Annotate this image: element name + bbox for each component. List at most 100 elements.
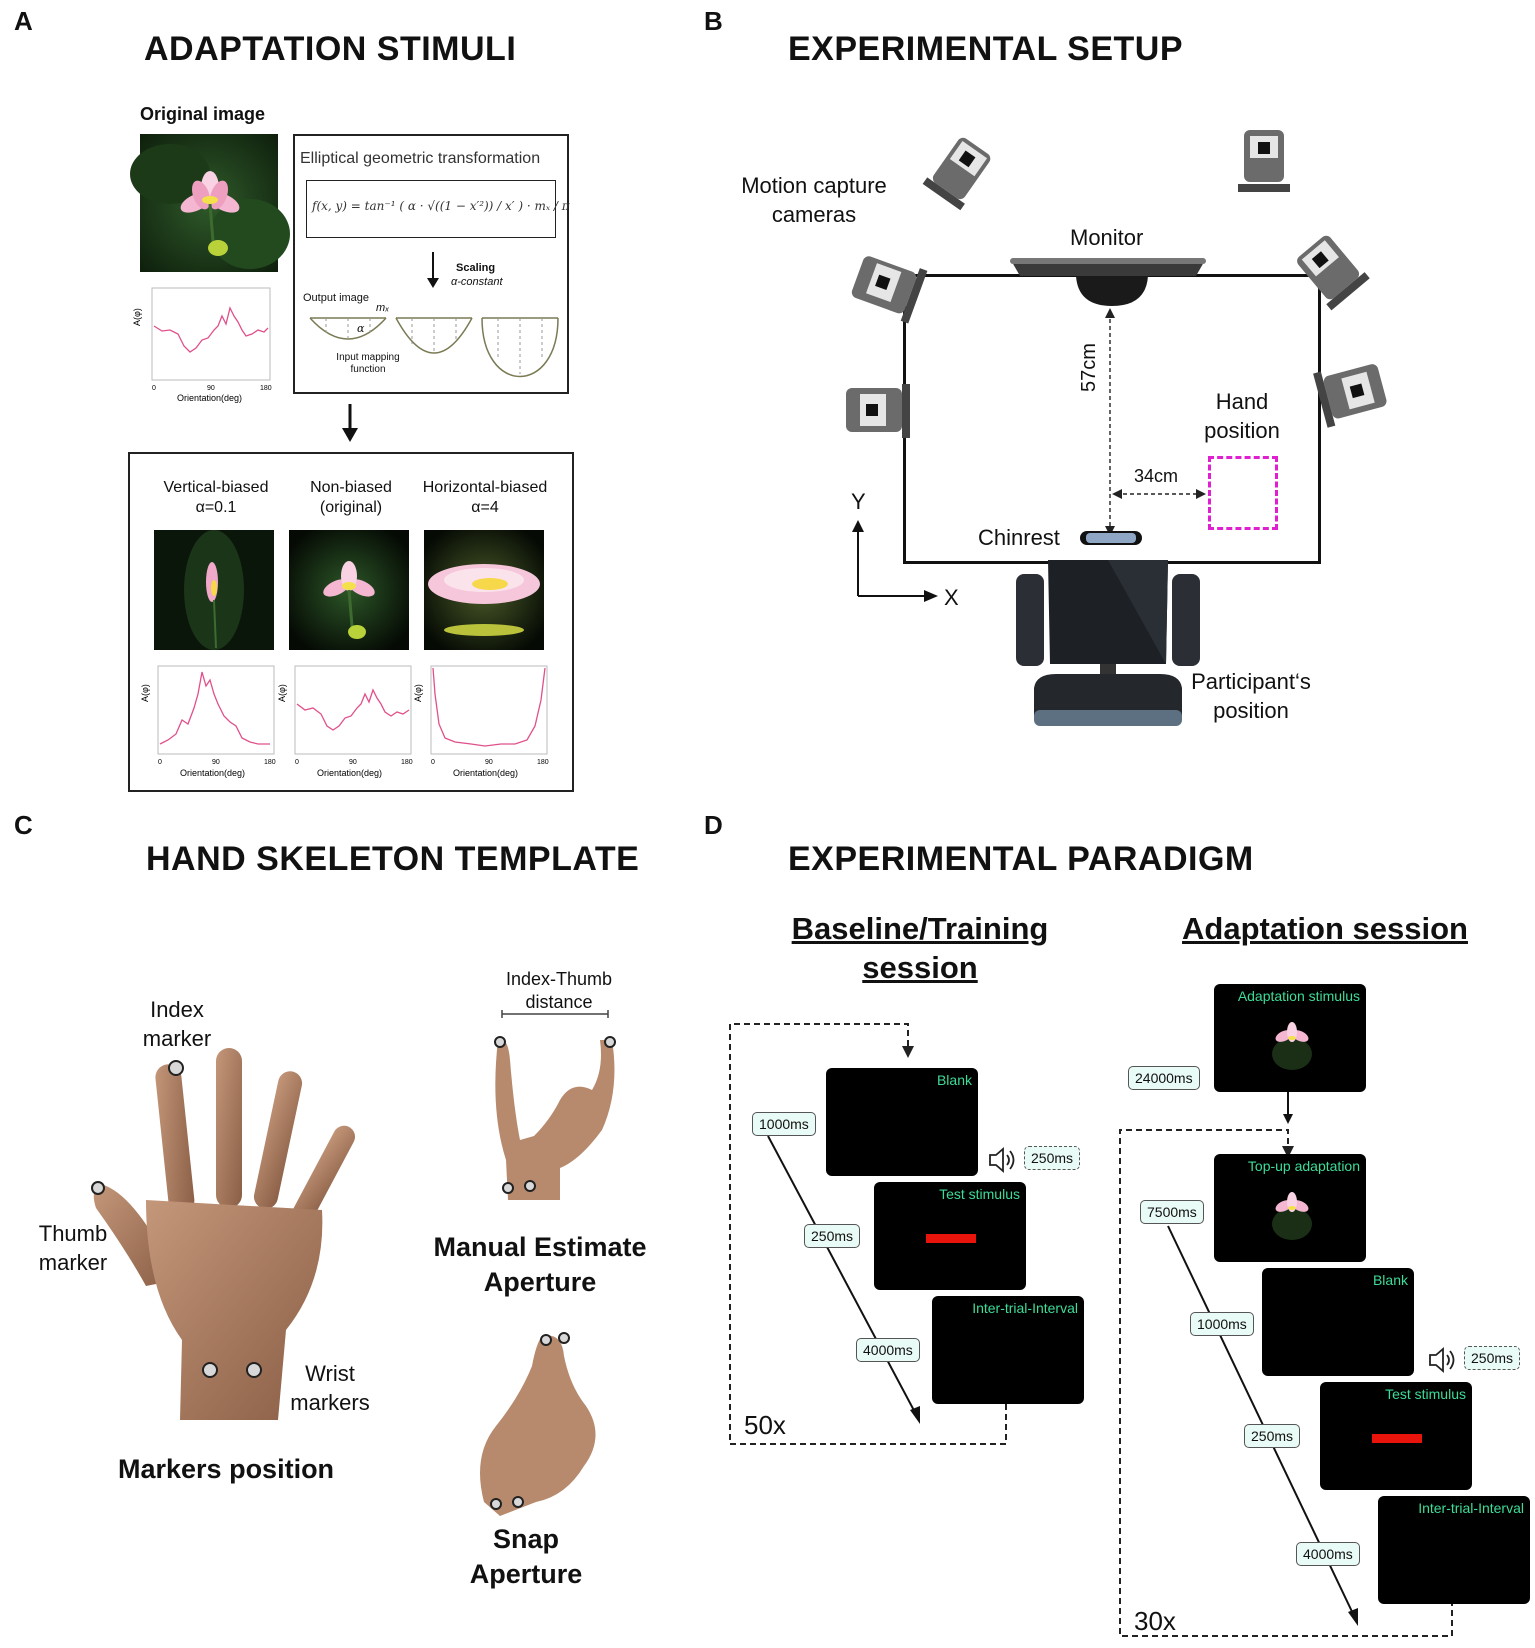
- panel-letter-b: B: [704, 6, 723, 36]
- topup-flower-icon: [1272, 1192, 1312, 1240]
- screen-label: Inter-trial-Interval: [972, 1300, 1078, 1316]
- index-marker-label: Index marker: [142, 997, 212, 1051]
- panel-title-b: EXPERIMENTAL SETUP: [788, 30, 1184, 68]
- baseline-blank-screen: Blank: [826, 1068, 978, 1176]
- camera-icon: [922, 137, 991, 211]
- monitor-icon: [1010, 258, 1206, 306]
- adaptation-test-time: 250ms: [1244, 1424, 1301, 1448]
- panel-title-a: ADAPTATION STIMULI: [144, 30, 517, 68]
- mapping-curves: [309, 317, 559, 378]
- index-thumb-distance-label: Index-Thumb distance: [505, 969, 613, 1012]
- participant-chair-icon: [1016, 560, 1200, 726]
- plot-tick: 0: [295, 759, 299, 766]
- plot-tick: 0: [152, 385, 156, 392]
- plot-ylabel: A(φ): [413, 684, 423, 702]
- baseline-session-title: Baseline/Training session: [791, 911, 1049, 985]
- adaptation-iti-time: 4000ms: [1296, 1542, 1360, 1566]
- plot-tick: 180: [264, 759, 276, 766]
- alpha-symbol: α: [357, 322, 365, 335]
- plot-xlabel: Orientation(deg): [177, 393, 242, 403]
- condition-name: Non-biased: [310, 479, 392, 496]
- plot-tick: 180: [537, 759, 549, 766]
- nonbiased-image: [289, 530, 409, 650]
- screen-label: Blank: [936, 1072, 972, 1088]
- plot-xlabel: Orientation(deg): [180, 768, 245, 778]
- topup-adaptation-screen: Top-up adaptation: [1214, 1154, 1366, 1262]
- scaling-label: Scaling: [456, 262, 496, 274]
- plot-ylabel: A(φ): [277, 684, 287, 702]
- plot-xlabel: Orientation(deg): [317, 768, 382, 778]
- nonbiased-plot: A(φ) 0 90 180 Orientation(deg): [277, 665, 413, 778]
- condition-param: α=0.1: [195, 499, 237, 516]
- transform-box: [293, 134, 569, 394]
- screen-label: Test stimulus: [939, 1186, 1020, 1202]
- transform-title: Elliptical geometric transformation: [300, 150, 541, 167]
- formula-box: [306, 180, 556, 238]
- adaptation-blank-screen: Blank: [1262, 1268, 1414, 1376]
- plot-tick: 0: [158, 759, 162, 766]
- plot-tick: 90: [207, 385, 215, 392]
- snap-aperture-label: Snap Aperture: [469, 1524, 583, 1590]
- aperture-hand-image: [494, 1010, 616, 1200]
- panel-letter-a: A: [14, 6, 33, 36]
- panel-title-d: EXPERIMENTAL PARADIGM: [788, 840, 1254, 878]
- adaptation-blank-time: 1000ms: [1190, 1312, 1254, 1336]
- condition-vertical: Vertical-biased α=0.1: [142, 478, 290, 518]
- cameras-label: Motion capture cameras: [741, 173, 887, 227]
- camera-icon: [851, 256, 928, 324]
- wrist-markers-label: Wrist markers: [290, 1361, 370, 1415]
- condition-nonbiased: Non-biased (original): [277, 478, 425, 518]
- plot-tick: 90: [485, 759, 493, 766]
- snap-hand-image: [480, 1332, 596, 1516]
- test-stimulus-bar: [926, 1234, 976, 1243]
- distance-y-label: 57cm: [1078, 343, 1100, 392]
- adaptation-flower-icon: [1272, 1022, 1312, 1070]
- down-arrow: [342, 404, 358, 442]
- mx-label: mₓ: [376, 302, 390, 314]
- panel-title-c: HAND SKELETON TEMPLATE: [146, 840, 640, 878]
- distance-x-label: 34cm: [1134, 466, 1179, 486]
- markers-position-label: Markers position: [118, 1454, 335, 1484]
- camera-icon: [1313, 364, 1387, 428]
- adaptation-session-title: Adaptation session: [1182, 911, 1468, 946]
- original-image-label: Original image: [140, 104, 266, 124]
- adaptation-iti-screen: Inter-trial-Interval: [1378, 1496, 1530, 1604]
- adaptation-reps: 30x: [1134, 1606, 1176, 1636]
- alpha-constant-label: α-constant: [451, 276, 503, 288]
- plot-tick: 180: [401, 759, 413, 766]
- horizontal-biased-plot: A(φ) 0 90 180 Orientation(deg): [413, 665, 549, 778]
- camera-icon: [846, 384, 910, 438]
- original-flower-image: [130, 134, 290, 272]
- adapt-to-topup-arrow: [1283, 1092, 1293, 1124]
- vertical-biased-image: [154, 530, 274, 650]
- hand-position-box: [1208, 456, 1278, 530]
- chinrest-icon: [1080, 531, 1142, 545]
- condition-horizontal: Horizontal-biased α=4: [411, 478, 559, 518]
- plot-ylabel: A(φ): [140, 684, 150, 702]
- vertical-biased-plot: A(φ) 0 90 180 Orientation(deg): [140, 665, 276, 778]
- baseline-iti-screen: Inter-trial-Interval: [932, 1296, 1084, 1404]
- input-mapping-label: Input mapping function: [336, 352, 400, 375]
- panel-letter-c: C: [14, 810, 33, 840]
- plot-tick: 0: [431, 759, 435, 766]
- formula: f(x, y) = tan⁻¹ ( α · √((1 − x′²)) / x′ …: [312, 199, 570, 213]
- adaptation-test-screen: Test stimulus: [1320, 1382, 1472, 1490]
- baseline-loop: [729, 1023, 1007, 1445]
- screen-label: Adaptation stimulus: [1237, 988, 1360, 1004]
- adaptation-stimulus-screen: Adaptation stimulus: [1214, 984, 1366, 1092]
- distance-arrows: [1105, 308, 1206, 536]
- monitor-label: Monitor: [1070, 225, 1144, 250]
- axis-x-label: X: [944, 585, 959, 610]
- hand-position-label: Hand position: [1204, 389, 1280, 443]
- chinrest-label: Chinrest: [978, 525, 1060, 550]
- screen-label: Inter-trial-Interval: [1418, 1500, 1524, 1516]
- xy-axes: [852, 520, 938, 602]
- panel-letter-d: D: [704, 810, 723, 840]
- camera-icon: [1238, 130, 1290, 192]
- topup-time: 7500ms: [1140, 1200, 1204, 1224]
- original-plot: A(φ) 0 90 180 Orientation(deg): [132, 287, 272, 403]
- condition-name: Horizontal-biased: [422, 479, 548, 496]
- horizontal-biased-image: [424, 530, 544, 650]
- screen-label: Blank: [1372, 1272, 1408, 1288]
- hand-markers-image: [91, 1048, 356, 1420]
